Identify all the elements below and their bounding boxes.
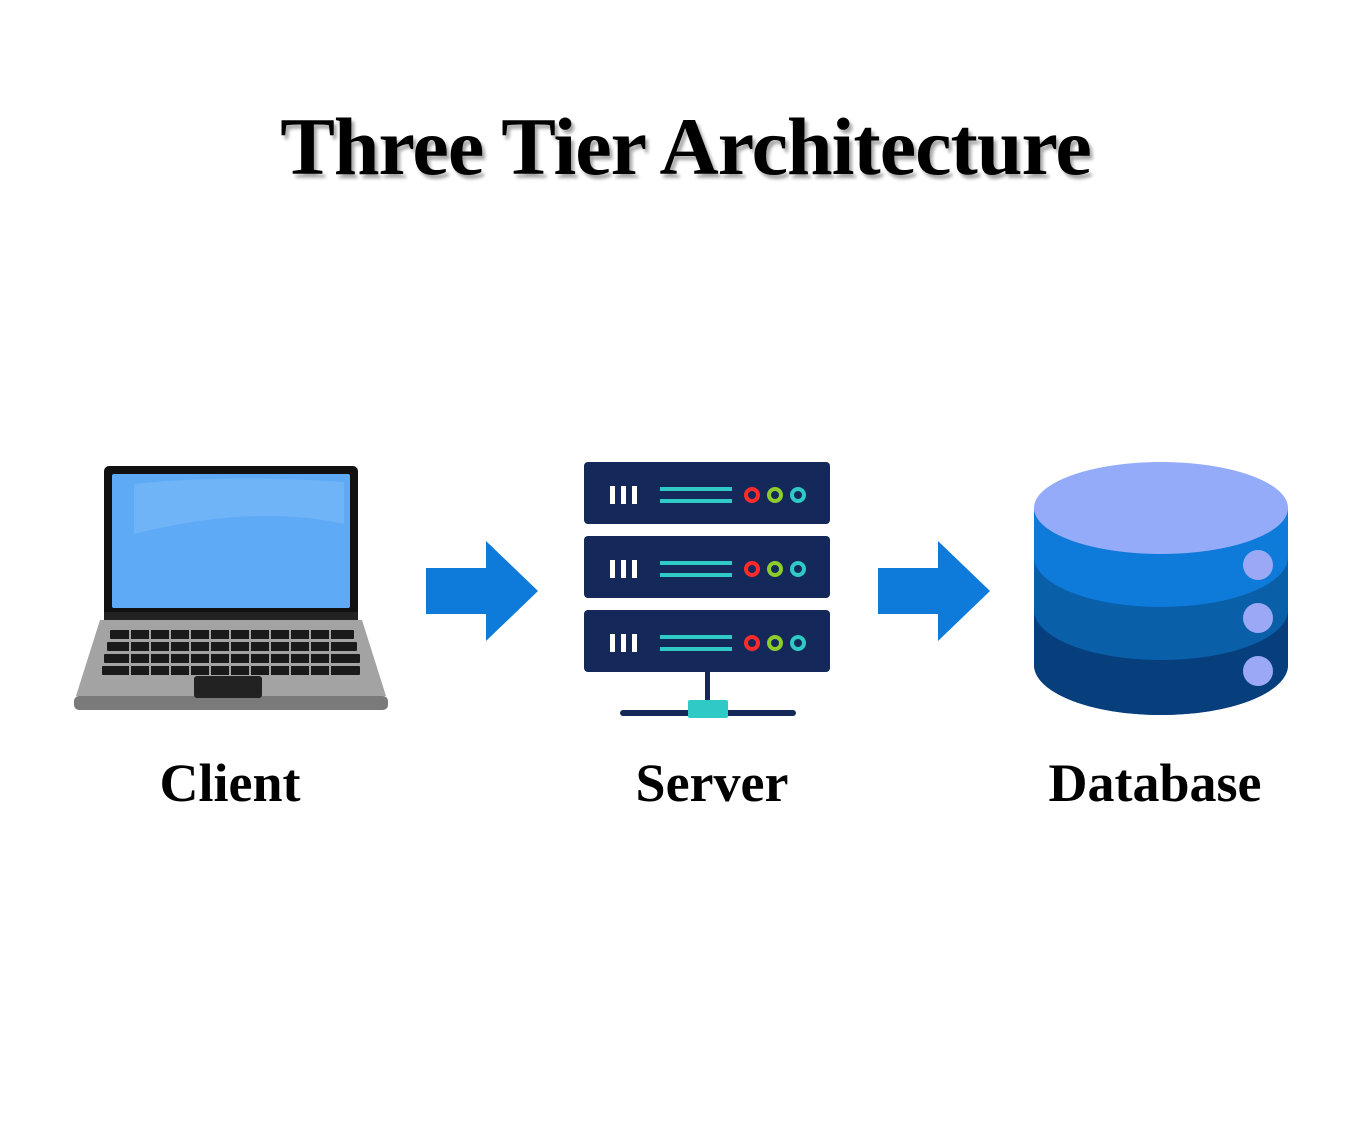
database-icon <box>1034 462 1288 715</box>
tier-label-database: Database <box>1048 753 1262 813</box>
tier-label-server: Server <box>635 753 789 813</box>
arrow-right-icon <box>426 541 538 641</box>
server-rack-icon <box>584 462 830 718</box>
laptop-icon <box>74 466 388 710</box>
diagram-title: Three Tier Architecture <box>280 101 1092 192</box>
arrow-right-icon <box>878 541 990 641</box>
tier-label-client: Client <box>159 753 301 813</box>
